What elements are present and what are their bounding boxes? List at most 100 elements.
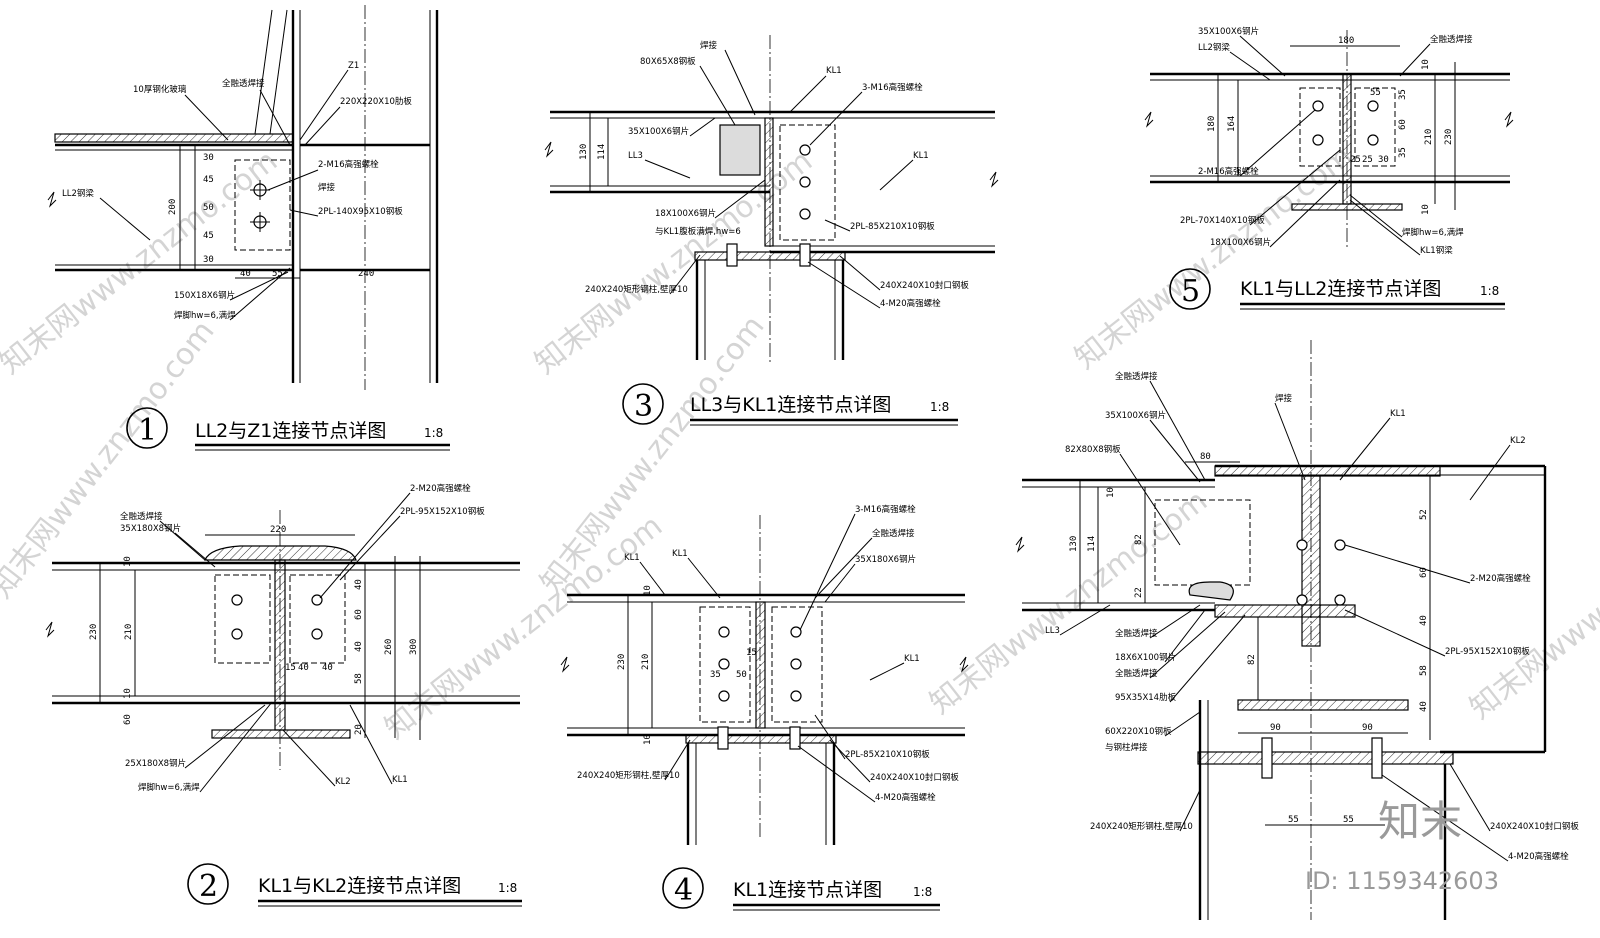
annotation-label: LL3: [628, 151, 643, 161]
annotation-label: KL1: [826, 66, 842, 76]
annotation-label: 全融透焊接: [120, 511, 163, 522]
detail-scale: 1:8: [424, 426, 443, 440]
detail-scale: 1:8: [930, 400, 949, 414]
annotation-label: 18X100X6钢片: [655, 208, 716, 219]
annotation-label: 95X35X14肋板: [1115, 692, 1177, 703]
dimension-label: 22: [1134, 587, 1144, 598]
detail-number-badge: [662, 867, 704, 909]
annotation-label: KL2: [335, 777, 351, 787]
annotation-label: 18X6X100钢片: [1115, 652, 1176, 663]
dimension-label: 35: [710, 670, 721, 680]
detail-5: 180 10 180 164 35 55 60 35 25 25 30 210 …: [1144, 26, 1514, 310]
dimension-label: 164: [1227, 116, 1237, 132]
dimension-label: 55: [1370, 88, 1381, 98]
dimension-label: 210: [641, 654, 651, 670]
brand-logo-text: 知末: [1378, 797, 1462, 846]
annotation-label: KL1: [1390, 409, 1406, 419]
annotation-label: 2-M16高强螺栓: [318, 159, 379, 170]
dimension-label: 30: [1378, 155, 1389, 165]
dimension-label: 40: [240, 269, 251, 279]
annotation-label: KL2: [1510, 436, 1526, 446]
dimension-label: 180: [1338, 36, 1354, 46]
annotation-label: 2PL-85X210X10钢板: [845, 749, 930, 760]
dimension-label: 40: [298, 663, 309, 673]
annotation-label: 35X180X8钢片: [120, 523, 181, 534]
annotation-label: 240X240矩形钢柱,壁厚10: [1090, 821, 1193, 832]
dimension-label: 45: [203, 231, 214, 241]
detail-4: 10 230 210 35 50 15 10 KL1 KL1 3-M16高强螺栓…: [560, 504, 969, 911]
dimension-label: 35: [1398, 147, 1408, 158]
detail-2: 220 10 230 210 60 10 40 60 40 58 20 260 …: [45, 483, 522, 907]
dimension-label: 50: [736, 670, 747, 680]
detail-number: 5: [1181, 274, 1200, 309]
dimension-label: 114: [597, 144, 607, 160]
annotation-label: 焊脚hw=6,满焊: [138, 782, 200, 793]
dimension-label: 25: [1350, 155, 1361, 165]
dimension-label: 40: [354, 641, 364, 652]
dimension-label: 10: [1106, 487, 1116, 498]
detail-6: 80 10 130 114 82 22 52 60 40 58 40 82 90…: [1015, 340, 1579, 920]
watermark-text: 知末网www.znzmo.com: [0, 143, 284, 381]
dimension-label: 15: [285, 663, 296, 673]
detail-number: 1: [138, 413, 157, 448]
annotation-label: 与钢柱焊接: [1105, 742, 1148, 753]
annotation-label: 82X80X8钢板: [1065, 444, 1121, 455]
annotation-label: KL1: [392, 775, 408, 785]
dimension-label: 130: [579, 144, 589, 160]
annotation-label: 10厚钢化玻璃: [133, 84, 187, 95]
annotation-label: 220X220X10肋板: [340, 96, 412, 107]
dimension-label: 80: [1200, 452, 1211, 462]
annotation-label: 35X100X6钢片: [1198, 26, 1259, 37]
annotation-label: KL1: [672, 549, 688, 559]
dimension-label: 10: [643, 734, 653, 745]
dimension-label: 55: [1343, 815, 1354, 825]
brand-watermark: 知末 ID: 1159342603: [1305, 797, 1499, 895]
annotation-label: 全融透焊接: [1115, 371, 1158, 382]
watermark-text: 知末网www.znzmo.com: [528, 143, 819, 381]
detail-title: LL2与Z1连接节点详图: [195, 420, 386, 442]
detail-1: 30 45 50 45 30 200 40 55 240 10厚钢化玻璃 全融透…: [47, 5, 450, 451]
dimension-label: 15: [746, 648, 757, 658]
dimension-label: 90: [1362, 723, 1373, 733]
annotation-label: 与KL1腹板满焊,hw=6: [655, 226, 741, 237]
annotation-label: 240X240X10封口钢板: [870, 772, 959, 783]
detail-scale: 1:8: [913, 885, 932, 899]
dimension-label: 55: [1288, 815, 1299, 825]
watermark-text: 知末网www.znzmo.com: [1463, 488, 1600, 726]
detail-number: 2: [199, 869, 218, 904]
annotation-label: 150X18X6钢片: [174, 290, 235, 301]
annotation-label: 焊脚hw=6,满焊: [1402, 227, 1464, 238]
dimension-label: 10: [1421, 59, 1431, 70]
annotation-label: 4-M20高强螺栓: [880, 298, 941, 309]
dimension-label: 210: [1424, 129, 1434, 145]
dimension-label: 230: [617, 654, 627, 670]
detail-number-badge: [126, 407, 168, 449]
dimension-label: 220: [270, 525, 286, 535]
dimension-label: 58: [1419, 665, 1429, 676]
annotation-label: 80X65X8钢板: [640, 56, 696, 67]
annotation-label: 25X180X8钢片: [125, 758, 186, 769]
annotation-label: 60X220X10钢板: [1105, 726, 1172, 737]
annotation-label: 焊脚hw=6,满焊: [174, 310, 236, 321]
annotation-label: KL1: [624, 553, 640, 563]
dimension-label: 260: [384, 639, 394, 655]
annotation-label: 2PL-85X210X10钢板: [850, 221, 935, 232]
annotation-label: 2PL-95X152X10钢板: [1445, 646, 1530, 657]
dimension-label: 10: [643, 585, 653, 596]
annotation-label: KL1: [913, 151, 929, 161]
annotation-label: 焊接: [318, 182, 336, 193]
dimension-label: 82: [1134, 534, 1144, 545]
annotation-label: 全融透焊接: [222, 78, 265, 89]
detail-title: KL1连接节点详图: [733, 879, 882, 901]
annotation-label: 2PL-95X152X10钢板: [400, 506, 485, 517]
annotation-label: 焊接: [1275, 393, 1293, 404]
detail-title: KL1与KL2连接节点详图: [258, 875, 461, 897]
detail-number: 3: [634, 389, 653, 424]
annotation-label: LL3: [1045, 626, 1060, 636]
annotation-label: 2-M20高强螺栓: [1470, 573, 1531, 584]
annotation-label: 240X240X10封口钢板: [1490, 821, 1579, 832]
annotation-label: 35X180X6钢片: [855, 554, 916, 565]
annotation-label: LL2钢梁: [1198, 42, 1230, 53]
watermark-text: 知末网www.znzmo.com: [378, 508, 669, 746]
